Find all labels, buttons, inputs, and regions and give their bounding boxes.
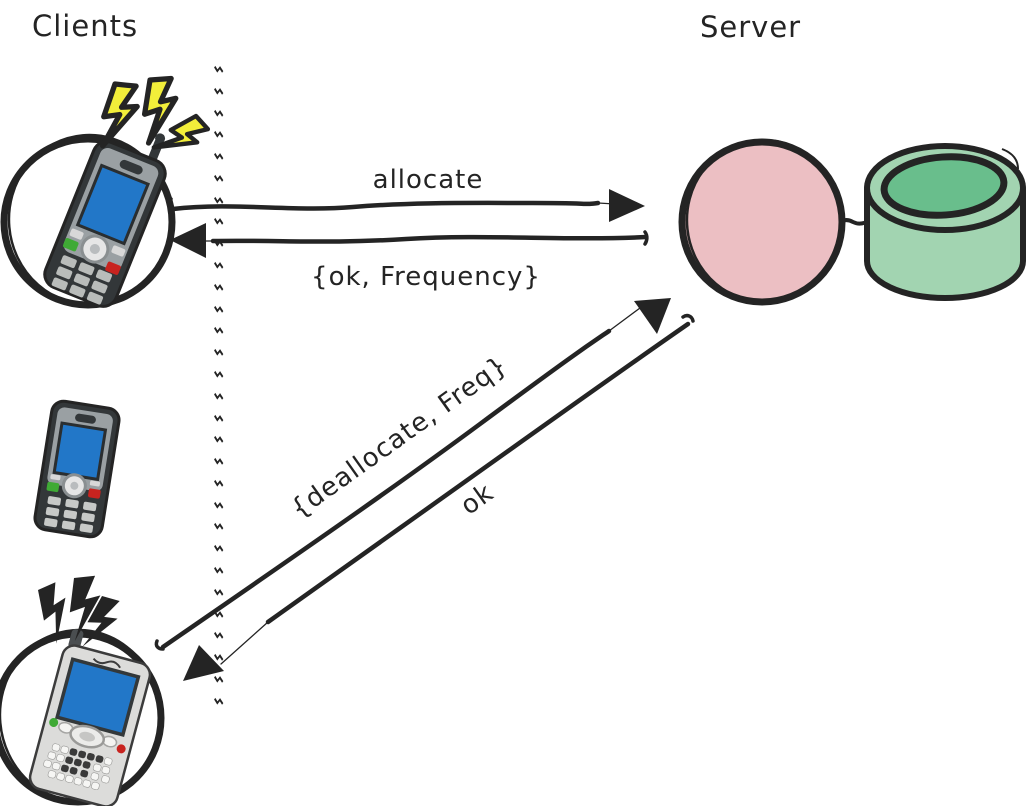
ok-thin-tip <box>220 621 269 665</box>
lightning-bolt-icon <box>151 113 211 150</box>
ok-arrowhead <box>183 645 224 681</box>
ok-arrow <box>183 313 695 681</box>
keypad <box>51 255 113 305</box>
pda-keyboard-dark-cluster <box>60 748 104 778</box>
database-cylinder <box>864 143 1026 301</box>
db-sketch-line <box>1001 148 1019 170</box>
deallocate-start-hook <box>154 639 165 651</box>
nav-button-center <box>89 244 100 255</box>
ok-start-hook <box>681 313 695 323</box>
end-key <box>88 488 101 499</box>
end-key <box>105 261 121 275</box>
ok-frequency-arrowhead <box>170 223 206 258</box>
allocate-arrowhead <box>609 189 645 222</box>
speaker-slot <box>119 159 143 175</box>
ok-line <box>265 321 691 625</box>
deallocate-thin-tip <box>608 307 641 332</box>
lightning-bolt-icon <box>100 81 140 149</box>
deallocate-arrowhead <box>634 298 671 334</box>
pda-keyboard <box>43 743 113 791</box>
client-top-group <box>0 75 211 309</box>
soft-key-left <box>69 228 84 240</box>
soft-key-left <box>50 474 61 481</box>
signal-bolts-bottom <box>38 575 120 647</box>
pda-top-scribble <box>92 657 121 669</box>
lightning-bolt-icon <box>69 575 101 642</box>
phone-screen <box>52 421 108 482</box>
end-key <box>116 744 126 754</box>
soft-key-right <box>89 480 101 487</box>
deallocate-line <box>160 328 612 650</box>
allocate-line <box>170 200 601 212</box>
soft-key-right <box>111 245 126 257</box>
server-title: Server <box>700 10 801 44</box>
client-phone-top-icon <box>43 133 167 308</box>
client-bottom-group <box>0 575 165 806</box>
ok-frequency-label: {ok, Frequency} <box>311 262 541 292</box>
lightning-bolt-icon <box>82 596 120 647</box>
clients-title: Clients <box>32 9 138 43</box>
signal-bolts-top <box>100 75 211 150</box>
deallocate-arrow <box>154 298 671 651</box>
call-key <box>49 717 59 727</box>
nav-oval-center <box>79 731 95 742</box>
lightning-bolt-icon <box>38 582 66 644</box>
call-key <box>63 238 79 252</box>
lightning-bolt-icon <box>141 75 179 146</box>
nav-button-center <box>70 481 79 490</box>
keypad <box>44 496 97 533</box>
message-arrows <box>154 189 695 681</box>
client-phone-bottom-icon <box>28 629 152 806</box>
db-cylinder-opening <box>880 153 1008 219</box>
server-circle-sketch-stroke <box>685 138 843 304</box>
phone-screen <box>75 163 150 246</box>
ok-frequency-arrow <box>170 223 649 258</box>
ok-frequency-end-tick <box>643 230 649 246</box>
call-key <box>46 481 60 493</box>
server-group <box>678 138 1026 306</box>
speaker-slot <box>75 413 96 424</box>
antenna-tip <box>155 133 166 144</box>
client-phone-middle-icon <box>33 399 121 539</box>
allocate-label: allocate <box>373 165 484 195</box>
ok-frequency-line <box>210 234 649 244</box>
